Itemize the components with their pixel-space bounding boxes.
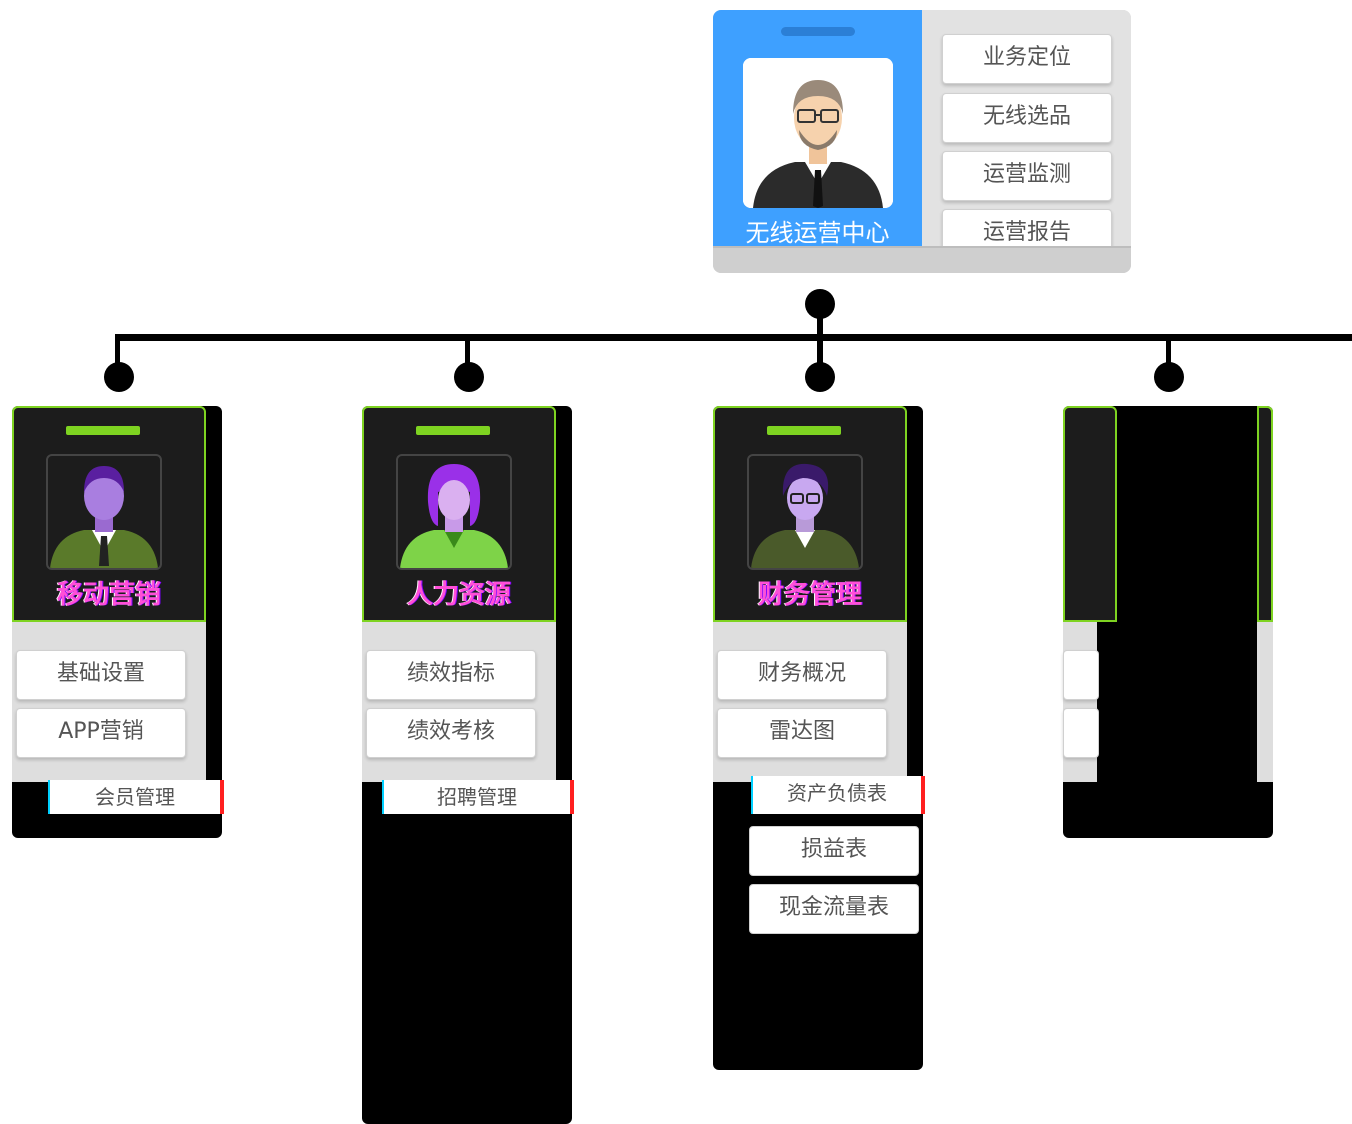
- root-node-card: 无线运营中心 业务定位 无线选品 运营监测 运营报告: [713, 10, 1131, 273]
- connector-horizontal: [115, 334, 1352, 341]
- child-node-header: 财务管理: [713, 406, 907, 622]
- child-node-header: [1063, 406, 1117, 622]
- connector-branch-1: [115, 334, 120, 374]
- card-edge: [1257, 406, 1273, 622]
- child-node-title: 人力资源: [406, 580, 511, 610]
- card-edge-body: [1257, 622, 1273, 782]
- menu-button-app-marketing[interactable]: APP营销: [16, 708, 186, 758]
- menu-button-radar-chart[interactable]: 雷达图: [717, 708, 887, 758]
- connector-dot-1: [104, 362, 134, 392]
- female-glasses-avatar-icon: [747, 454, 863, 570]
- child-node-card-2: 人力资源 绩效指标 绩效考核 招聘管理: [362, 406, 574, 1124]
- root-node-menu: 业务定位 无线选品 运营监测 运营报告: [922, 10, 1131, 259]
- root-node-footer: [713, 246, 1131, 273]
- child-node-header: 人力资源: [362, 406, 556, 622]
- male-avatar-icon: [46, 454, 162, 570]
- card-handle: [66, 426, 140, 435]
- menu-button-member-management[interactable]: 会员管理: [48, 780, 224, 814]
- connector-dot-3: [805, 362, 835, 392]
- female-avatar-icon: [396, 454, 512, 570]
- menu-button-recruitment-management[interactable]: 招聘管理: [382, 780, 574, 814]
- child-node-header: 移动营销: [12, 406, 206, 622]
- connector-branch-2: [465, 334, 470, 374]
- child-node-menu: 绩效指标 绩效考核: [362, 622, 556, 782]
- menu-button-obscured-1[interactable]: [1063, 650, 1099, 700]
- connector-dot-4: [1154, 362, 1184, 392]
- child-node-menu: 基础设置 APP营销: [12, 622, 206, 782]
- child-node-card-1: 移动营销 基础设置 APP营销 会员管理: [12, 406, 224, 838]
- root-node-header: 无线运营中心: [713, 10, 922, 247]
- businessman-avatar-icon: [743, 58, 893, 208]
- menu-button-income-statement[interactable]: 损益表: [749, 826, 919, 876]
- menu-button-obscured-2[interactable]: [1063, 708, 1099, 758]
- connector-dot-2: [454, 362, 484, 392]
- child-node-title: 财务管理: [757, 580, 862, 610]
- menu-button-balance-sheet[interactable]: 资产负债表: [751, 776, 925, 814]
- root-card-handle: [781, 27, 855, 36]
- child-node-menu: [1063, 622, 1099, 782]
- connector-branch-4: [1166, 334, 1171, 374]
- child-node-card-4: [1063, 406, 1273, 838]
- menu-button-operation-monitoring[interactable]: 运营监测: [942, 151, 1112, 201]
- menu-button-wireless-selection[interactable]: 无线选品: [942, 93, 1112, 143]
- menu-button-financial-overview[interactable]: 财务概况: [717, 650, 887, 700]
- menu-button-performance-indicators[interactable]: 绩效指标: [366, 650, 536, 700]
- child-node-menu: 财务概况 雷达图: [713, 622, 907, 782]
- card-handle: [767, 426, 841, 435]
- card-handle: [416, 426, 490, 435]
- child-node-title: 移动营销: [56, 580, 161, 610]
- menu-button-performance-appraisal[interactable]: 绩效考核: [366, 708, 536, 758]
- menu-button-business-positioning[interactable]: 业务定位: [942, 34, 1112, 84]
- child-node-card-3: 财务管理 财务概况 雷达图 资产负债表 损益表 现金流量表: [713, 406, 925, 1070]
- root-node-title: 无线运营中心: [745, 219, 890, 247]
- menu-button-basic-settings[interactable]: 基础设置: [16, 650, 186, 700]
- menu-button-cash-flow-statement[interactable]: 现金流量表: [749, 884, 919, 934]
